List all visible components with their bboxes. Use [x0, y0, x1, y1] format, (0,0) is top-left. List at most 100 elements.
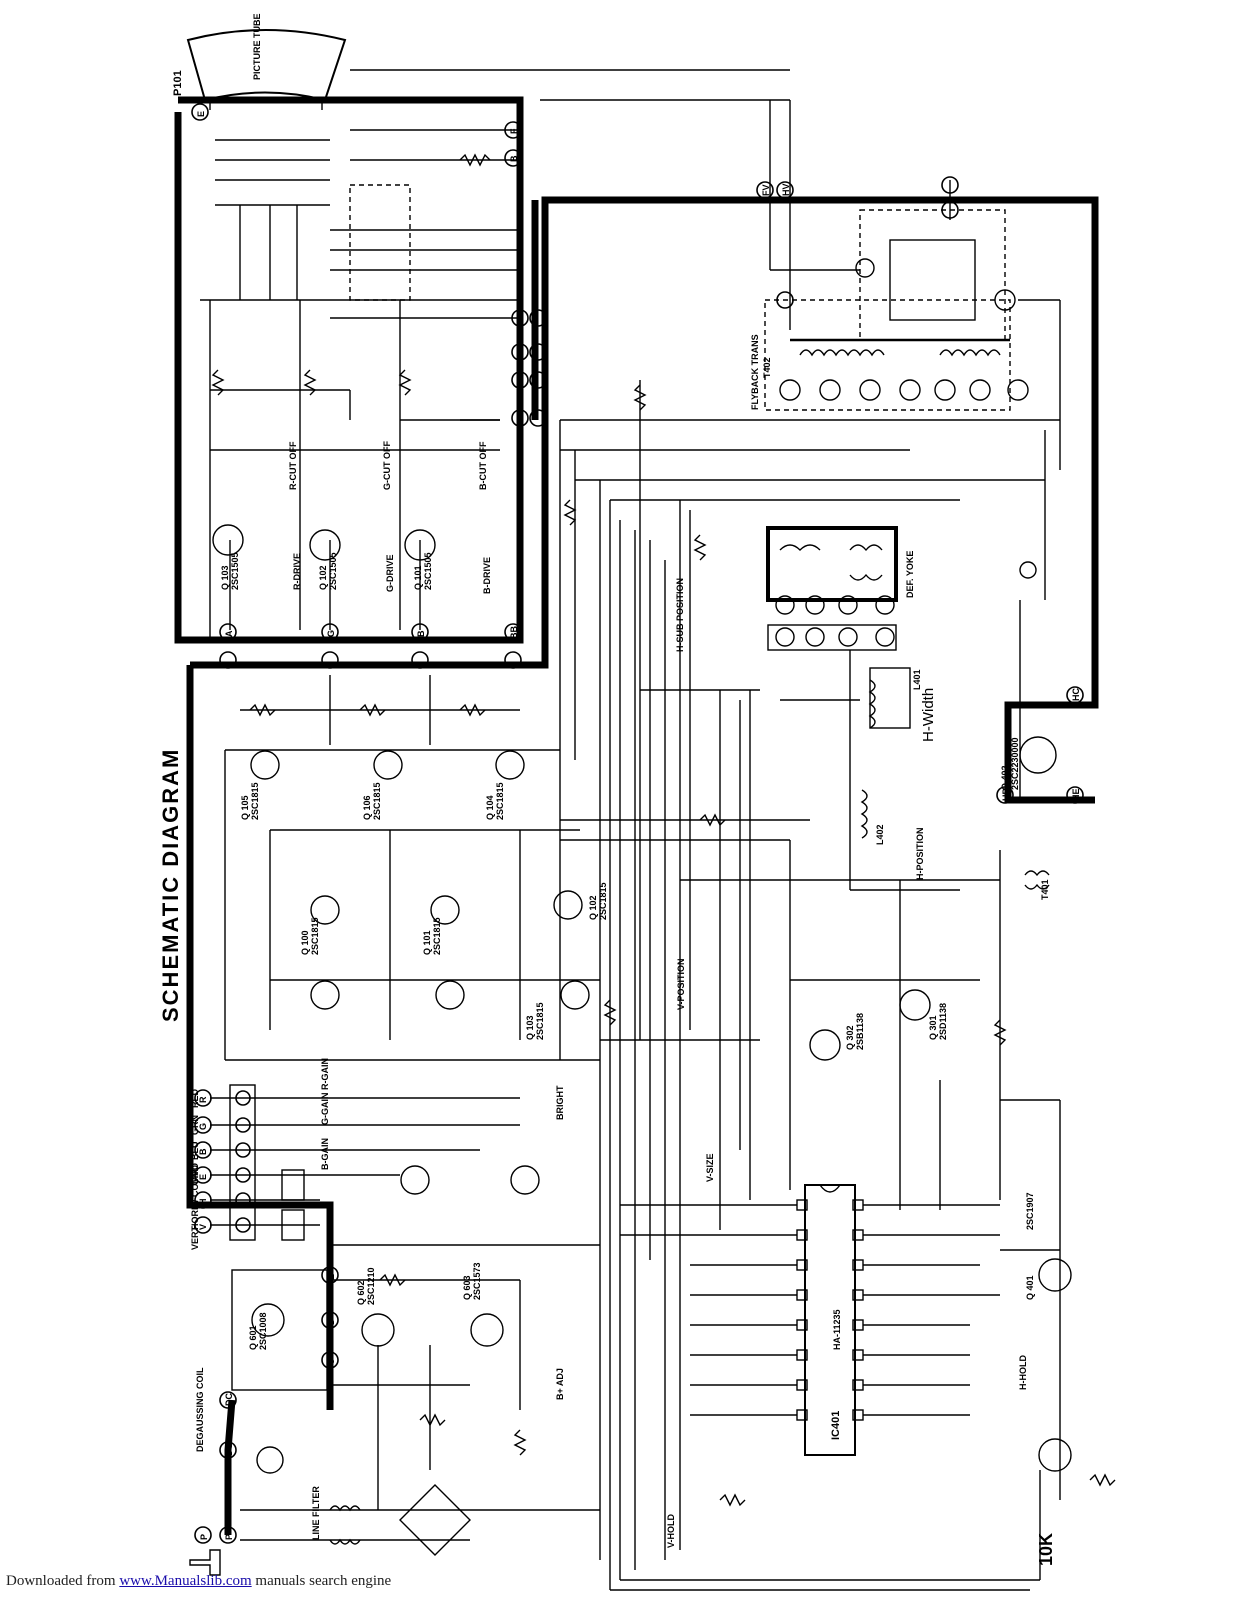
- signal-wiring: [559, 300, 1072, 1591]
- video-output-stages: [209, 300, 500, 640]
- picture-tube: [186, 29, 347, 110]
- label-b-cut-off: B-CUT OFF: [478, 441, 488, 491]
- label-ic-part: HA-11235: [832, 1309, 842, 1350]
- horizontal-coils: [849, 650, 960, 891]
- label-r-drive: R-DRIVE: [292, 552, 302, 590]
- transistor-part: 2SC2230000: [1010, 737, 1020, 790]
- pin-b-top: B: [509, 155, 519, 163]
- ic401: [620, 1184, 1000, 1456]
- label-r-cut-off: R-CUT OFF: [288, 441, 298, 491]
- pin-hv: HV: [781, 183, 791, 196]
- label-v-hold: V-HOLD: [666, 1513, 676, 1548]
- pin-p-2: P: [224, 1533, 234, 1540]
- pin-g: G: [198, 1122, 208, 1130]
- label-v-position: V-POSITION: [676, 958, 686, 1010]
- video-preamp: [224, 675, 600, 1061]
- transistor-label: Q 302: [845, 1025, 855, 1050]
- transistor-part: 2SC1815: [372, 782, 382, 820]
- label-b-plus-adj: B+ ADJ: [555, 1368, 565, 1400]
- board-pin-c: C: [326, 1358, 336, 1366]
- transistor-label: Q 106: [362, 795, 372, 820]
- board-pin-g-top: G: [326, 629, 336, 637]
- label-h-position: H-POSITION: [915, 827, 925, 880]
- board-pin-b-top: B: [416, 630, 426, 638]
- transistor-part: 2SC1573: [472, 1262, 482, 1300]
- input-connector: [210, 1084, 540, 1241]
- board-pin-d: D: [326, 1318, 336, 1326]
- transistor-label: Q 100: [300, 930, 310, 955]
- board-pin-e: E: [326, 1273, 336, 1280]
- pin-dc-2: DC: [224, 1443, 234, 1456]
- label-flyback: FLYBACK TRANS: [750, 334, 760, 410]
- pin-e-top: E: [196, 110, 206, 117]
- label-flyback-num: T402: [762, 357, 772, 378]
- flyback-transformer: [350, 69, 1060, 411]
- transistor-label: Q 402: [1000, 765, 1010, 790]
- transistor-part: 2SC1505: [423, 552, 433, 590]
- power-supply: [231, 1244, 600, 1556]
- label-h-width: H-Width: [920, 687, 937, 742]
- label-h-hold: H-HOLD: [1018, 1355, 1028, 1390]
- label-line-filter: LINE FILTER: [311, 1486, 321, 1540]
- pin-p-1: P: [199, 1533, 209, 1540]
- picture-tube-label: PICTURE TUBE: [252, 13, 262, 80]
- footer-suffix: manuals search engine: [251, 1573, 392, 1589]
- label-g-gain: G-GAIN: [320, 1092, 330, 1126]
- label-10k: 10K: [1036, 1532, 1056, 1566]
- transistor-label: Q 101: [422, 930, 432, 955]
- label-ic401: IC401: [830, 1410, 842, 1440]
- label-h-sub-position: H-SUB POSITION: [675, 577, 685, 652]
- label-bright: BRIGHT: [555, 1085, 565, 1121]
- transistor-label: Q 103: [525, 1015, 535, 1040]
- transistor-part: 2SC1505: [230, 552, 240, 590]
- label-v-size: V-SIZE: [705, 1153, 715, 1182]
- pin-f: F: [509, 128, 519, 135]
- pin-b: B: [198, 1148, 208, 1156]
- transistor-label: Q 101: [413, 565, 423, 590]
- power-plug-icon: [189, 1549, 221, 1576]
- board-pin-bb-top: BB: [509, 626, 519, 639]
- schematic-title: SCHEMATIC DIAGRAM: [158, 747, 183, 1022]
- transistor-part: 2SD1138: [938, 1002, 948, 1040]
- pin-e: E: [198, 1173, 208, 1180]
- board-pin-a-top: A: [224, 630, 234, 638]
- transistor-part: 2SC1815: [310, 917, 320, 955]
- pin-dc-1: DC: [224, 1393, 234, 1406]
- manualslib-link[interactable]: www.Manualslib.com: [119, 1573, 252, 1589]
- bold-bus-lines: [174, 96, 1099, 1535]
- transistor-part: 2SC1008: [258, 1312, 268, 1350]
- transistor-label: Q 401: [1025, 1275, 1035, 1300]
- transistor-part: 2SC1505: [328, 552, 338, 590]
- transistor-label: Q 601: [248, 1325, 258, 1350]
- plug-label: P101: [172, 70, 184, 96]
- transistor-part: 2SC1815: [432, 917, 442, 955]
- transistor-part: 2SC1907: [1025, 1192, 1035, 1230]
- label-b-gain: B-GAIN: [320, 1138, 330, 1170]
- label-def-yoke: DEF. YOKE: [905, 550, 915, 598]
- label-l402: L402: [875, 824, 885, 845]
- resistors: [249, 153, 1116, 1507]
- pin-v: V: [198, 1223, 208, 1230]
- transistor-part: 2SC1815: [598, 882, 608, 920]
- label-degaussing-coil: DEGAUSSING COIL: [195, 1367, 205, 1452]
- pin-he: HE: [1071, 788, 1081, 801]
- label-g-drive: G-DRIVE: [385, 554, 395, 592]
- transistor-label: Q 103: [220, 565, 230, 590]
- label-r-gain: R-GAIN: [320, 1058, 330, 1090]
- transistor-label: Q 102: [318, 565, 328, 590]
- download-footer: Downloaded from www.Manualslib.com manua…: [6, 1573, 391, 1590]
- label-l401: L401: [912, 669, 922, 690]
- transistor-label: Q 301: [928, 1015, 938, 1040]
- transistor-label: Q 102: [588, 895, 598, 920]
- pin-r: R: [198, 1096, 208, 1104]
- pin-fv: FV: [761, 184, 771, 196]
- label-t401: T401: [1040, 879, 1050, 900]
- transistor-part: 2SC1210: [366, 1267, 376, 1305]
- transistor-label: Q 104: [485, 795, 495, 820]
- transistor-part: 2SC1815: [535, 1002, 545, 1040]
- deflection-yoke: [766, 526, 898, 651]
- transistor-part: 2SC1815: [495, 782, 505, 820]
- transistor-label: Q 602: [356, 1280, 366, 1305]
- pin-h: H: [198, 1198, 208, 1206]
